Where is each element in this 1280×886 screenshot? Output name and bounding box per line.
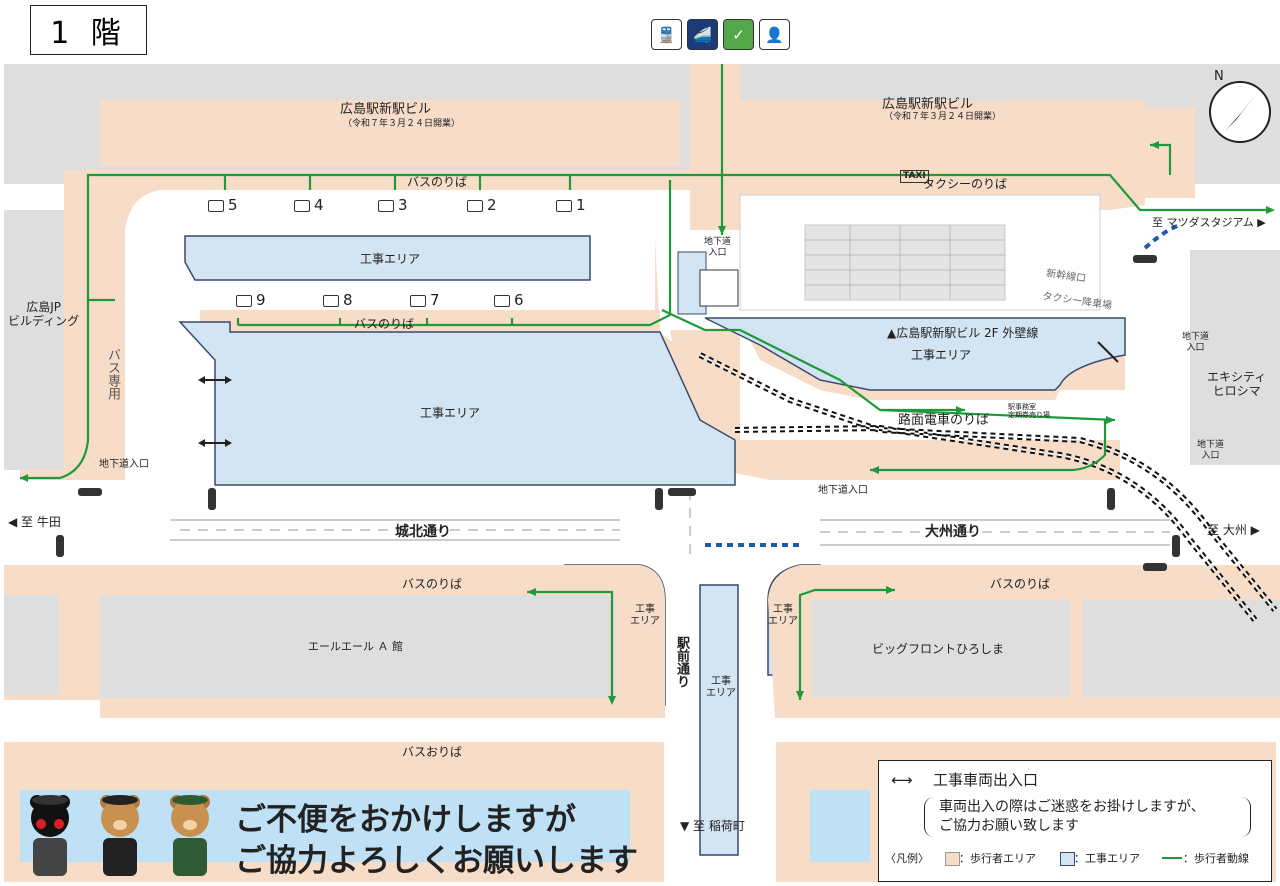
direction-mazda: 至 マツダスタジアム ▶ <box>1152 216 1266 229</box>
underground-entrance-tram[interactable]: 地下道入口 <box>818 485 868 496</box>
top-icon-bar: 🚆 🚄 ✓ 👤 <box>651 19 790 50</box>
bus-only-lane-label: バス専用 <box>105 348 120 400</box>
bus-icon <box>556 199 572 212</box>
bigfront-label: ビッグフロントひろしま <box>872 642 1005 656</box>
legend-pedestrian-flow: ：歩行者動線 <box>1183 852 1249 865</box>
apology-banner: ご不便をおかけしますが ご協力よろしくお願いします <box>235 800 638 882</box>
apology-line-2: ご協力よろしくお願いします <box>235 843 638 879</box>
underground-entrance-far-right[interactable]: 地下道 入口 <box>1197 440 1225 461</box>
road-johoku: 城北通り <box>395 524 451 540</box>
taxi-stand-label[interactable]: タクシーのりば <box>923 177 1008 191</box>
apology-line-1: ご不便をおかけしますが <box>235 802 576 838</box>
bus-stop-3[interactable]: 3 <box>378 198 408 213</box>
double-arrow-icon: ⟷ <box>891 771 913 789</box>
bus-stop-9[interactable]: 9 <box>236 293 266 308</box>
floor-label: 1 階 <box>30 5 147 55</box>
new-building-right-name: 広島駅新駅ビル <box>882 97 974 112</box>
banner-sky <box>20 790 630 862</box>
station-office-label: 駅事務室 定期券売り場 <box>1008 403 1050 419</box>
construction-label-upper: 工事エリア <box>360 252 421 266</box>
legend-pedestrian-area: ：歩行者エリア <box>959 852 1036 865</box>
construction-label-south-right: 工事 エリア <box>768 604 798 627</box>
bear-black-icon <box>30 795 70 876</box>
bus-platform-south-left: バスのりば <box>402 577 463 591</box>
legend-construction-area: ：工事エリア <box>1074 852 1140 865</box>
tram-stop-label[interactable]: 路面電車のりば <box>898 413 990 428</box>
bus-stop-4[interactable]: 4 <box>294 198 324 213</box>
right-building-block <box>1083 600 1280 697</box>
legend-note-line-2: ご協力お願い致します <box>939 818 1079 834</box>
building-2f-wall-label: ▲広島駅新駅ビル 2F 外壁線 <box>887 326 1039 340</box>
bus-platform-south-right: バスのりば <box>990 577 1051 591</box>
legend-construction-swatch <box>1060 852 1075 866</box>
taxi-badge: TAXI <box>900 170 929 183</box>
bus-icon <box>467 199 483 212</box>
compass-north: N <box>1214 69 1224 84</box>
bus-icon <box>494 294 510 307</box>
construction-area-south-center <box>699 584 739 856</box>
new-building-left-name: 広島駅新駅ビル <box>340 102 432 117</box>
left-building-block <box>4 595 59 695</box>
jp-building-label: 広島JP ビルディング <box>8 300 80 328</box>
construction-label-south-left: 工事 エリア <box>630 604 660 627</box>
jp-building-block <box>4 210 64 470</box>
direction-ushita: ◀ 至 牛田 <box>8 515 61 529</box>
train-icon: 🚆 <box>651 19 682 50</box>
pedestrian-flow-lines <box>20 64 1270 700</box>
construction-area-upper <box>184 235 591 281</box>
traffic-signals <box>56 255 1180 571</box>
bus-icon <box>410 294 426 307</box>
road-ekimae: 駅前通り <box>674 636 689 688</box>
construction-area-right <box>704 317 1126 391</box>
direction-inaricho: ▼ 至 稲荷町 <box>680 819 745 833</box>
legend-pedestrian-swatch <box>945 852 960 866</box>
construction-label-south-center: 工事 エリア <box>706 676 736 699</box>
ekicity-block <box>1190 250 1280 465</box>
bus-platform-upper-label: バスのりば <box>407 175 468 189</box>
bigfront-block <box>812 600 1070 697</box>
ic-card-icon: ✓ <box>723 19 754 50</box>
construction-label-right: 工事エリア <box>911 348 972 362</box>
road-ohsu: 大州通り <box>925 524 981 540</box>
legend-vehicle-entrance: ⟷工事車両出入口 <box>891 771 1039 789</box>
compass <box>1209 81 1271 143</box>
shinkansen-icon: 🚄 <box>687 19 718 50</box>
ekicity-label: エキシティ ヒロシマ <box>1207 370 1267 398</box>
ticket-office-icon: 👤 <box>759 19 790 50</box>
bus-stop-7[interactable]: 7 <box>410 293 440 308</box>
bus-icon <box>236 294 252 307</box>
bus-icon <box>323 294 339 307</box>
legend-flow-arrow-icon <box>1162 857 1182 859</box>
bus-icon <box>208 199 224 212</box>
bus-stop-8[interactable]: 8 <box>323 293 353 308</box>
bus-platform-lower-label: バスのりば <box>354 317 415 331</box>
bus-drop-off-label: バスおりば <box>402 745 463 759</box>
bus-stop-1[interactable]: 1 <box>556 198 586 213</box>
aruaru-label: エールエール Ａ 館 <box>308 640 403 653</box>
legend: ⟷工事車両出入口 車両出入の際はご迷惑をお掛けしますが、 ご協力お願い致します … <box>878 760 1272 882</box>
bear-green-icon <box>170 795 210 876</box>
direction-ohsu: 至 大州 ▶ <box>1207 523 1260 537</box>
legend-note-box <box>924 797 1251 837</box>
new-building-left-note: （令和７年３月２４日開業） <box>343 119 461 129</box>
mascot-bears <box>30 795 210 876</box>
bus-stop-5[interactable]: 5 <box>208 198 238 213</box>
legend-header: 〈凡例〉 <box>885 852 929 865</box>
bear-brown-icon <box>100 795 140 876</box>
underground-entrance-center[interactable]: 地下道 入口 <box>704 237 732 258</box>
underground-entrance-right[interactable]: 地下道 入口 <box>1182 332 1210 353</box>
bus-icon <box>294 199 310 212</box>
underground-entrance-left[interactable]: 地下道入口 <box>99 459 149 470</box>
bus-stop-6[interactable]: 6 <box>494 293 524 308</box>
bus-icon <box>378 199 394 212</box>
bus-stop-2[interactable]: 2 <box>467 198 497 213</box>
aruaru-block <box>100 595 615 698</box>
new-building-right-note: （令和７年３月２４日開業） <box>884 112 1002 122</box>
construction-label-main: 工事エリア <box>420 406 481 420</box>
legend-note-line-1: 車両出入の際はご迷惑をお掛けしますが、 <box>939 799 1205 815</box>
construction-area-main <box>178 321 736 486</box>
